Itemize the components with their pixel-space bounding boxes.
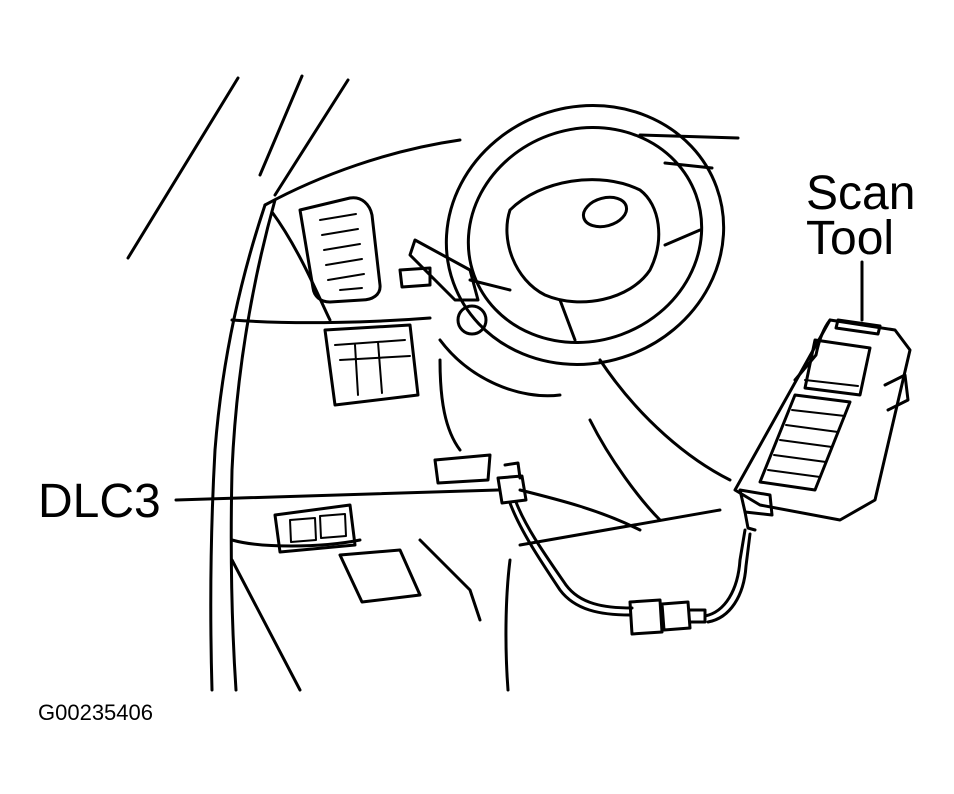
leader-lines — [174, 260, 864, 502]
dashboard-outline — [230, 133, 740, 325]
steering-wheel — [444, 104, 726, 366]
dlc3-label: DLC3 — [38, 475, 161, 528]
figure-id: G00235406 — [38, 700, 153, 725]
door-frame — [209, 198, 277, 692]
lower-dash — [230, 358, 732, 692]
center-panel — [323, 323, 420, 407]
inline-connector — [628, 528, 752, 636]
dlc3-leader — [174, 488, 500, 502]
scan-tool-label-line2: Tool — [806, 212, 895, 265]
scan-tool — [733, 318, 912, 532]
dlc3-connector — [496, 461, 634, 617]
scan-tool-label-line1: Scan — [806, 167, 916, 220]
air-vent — [298, 196, 382, 304]
steering-column — [398, 238, 562, 452]
windshield-pillar — [126, 74, 350, 260]
